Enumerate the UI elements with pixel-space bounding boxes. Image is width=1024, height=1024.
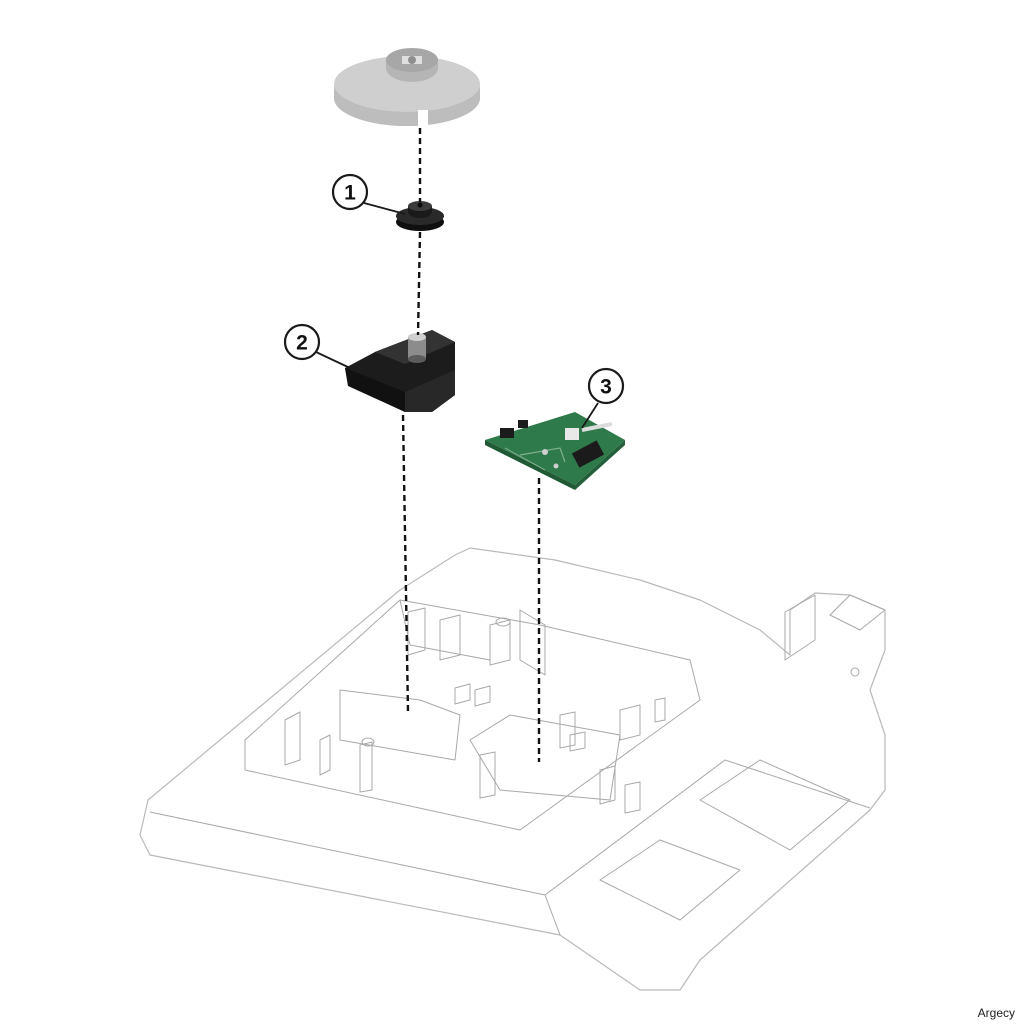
callout-3-number: 3 bbox=[600, 376, 612, 399]
assembly-lines bbox=[401, 128, 541, 762]
base-housing bbox=[139, 547, 886, 991]
watermark-text: Argecy bbox=[977, 1006, 1015, 1020]
ghost-gear-wheel bbox=[334, 48, 480, 126]
motor bbox=[345, 330, 455, 412]
callout-1-number: 1 bbox=[344, 182, 356, 205]
callout-2-number: 2 bbox=[296, 332, 308, 355]
callout-3: 3 bbox=[581, 367, 625, 429]
sensor-board bbox=[485, 412, 625, 490]
small-gear bbox=[396, 201, 444, 231]
callout-2: 2 bbox=[283, 323, 351, 369]
callout-1: 1 bbox=[331, 173, 406, 215]
